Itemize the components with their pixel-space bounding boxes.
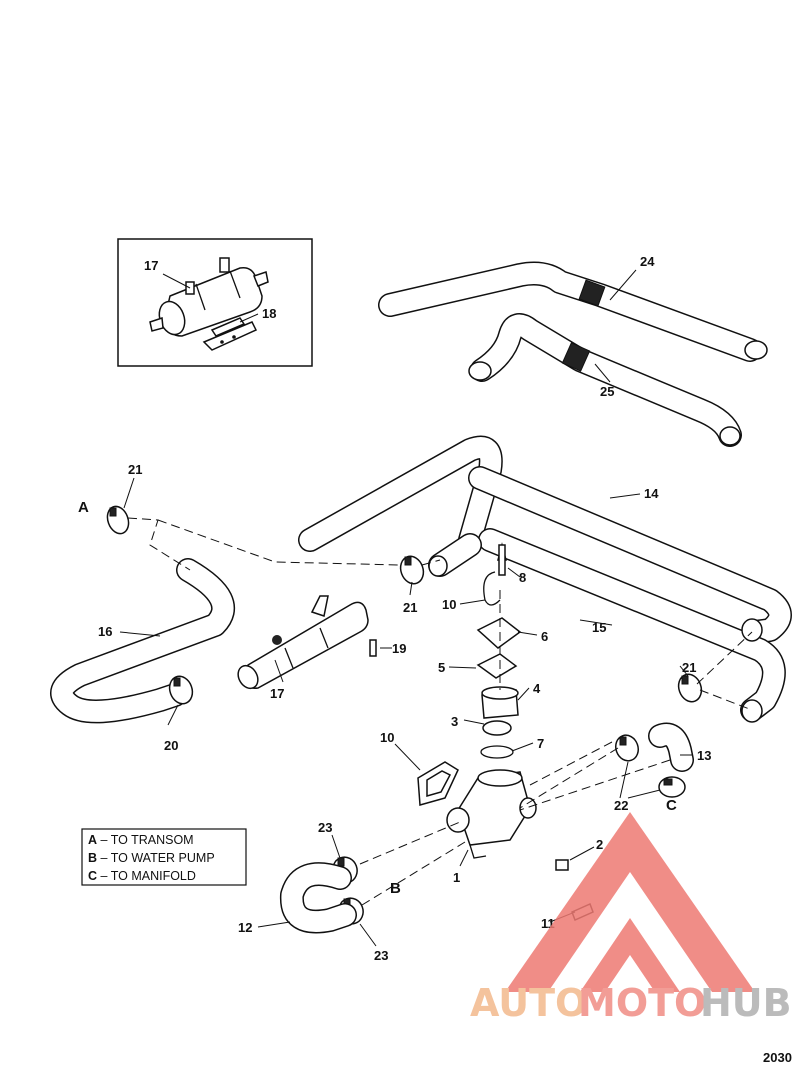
- callout-7: 7: [537, 736, 544, 751]
- callout-22: 22: [614, 798, 628, 813]
- legend: A – TO TRANSOM B – TO WATER PUMP C – TO …: [81, 828, 247, 886]
- callout-25: 25: [600, 384, 614, 399]
- figure-number: 2030: [763, 1050, 792, 1065]
- clamp-21-c: [677, 673, 703, 703]
- clamp-22-a: [614, 734, 640, 762]
- callout-8: 8: [519, 570, 526, 585]
- watermark-logo: AUTO MOTO HUB: [470, 812, 792, 1025]
- letter-c: C: [666, 797, 677, 814]
- legend-row-c: C – TO MANIFOLD: [88, 869, 196, 883]
- hose-14-15: [298, 435, 792, 723]
- connection-letters: A B C: [78, 499, 677, 897]
- hose-12: [279, 862, 357, 934]
- callout-24: 24: [640, 254, 655, 269]
- elbow-13: [648, 722, 694, 772]
- callout-16: 16: [98, 624, 112, 639]
- callout-4: 4: [533, 681, 541, 696]
- callout-10-b: 10: [380, 730, 394, 745]
- thermostat-housing-body: [446, 769, 537, 859]
- callout-20: 20: [164, 738, 178, 753]
- thermostat-stack: [369, 542, 594, 922]
- callout-19: 19: [392, 641, 406, 656]
- callout-5: 5: [438, 660, 445, 675]
- legend-row-b: B – TO WATER PUMP: [88, 851, 215, 865]
- callout-21-c: 21: [682, 660, 696, 675]
- watermark-moto: MOTO: [578, 981, 706, 1025]
- callout-15: 15: [592, 620, 606, 635]
- leader-lines: [119, 269, 693, 947]
- callout-13: 13: [697, 748, 711, 763]
- callout-17: 17: [270, 686, 284, 701]
- callout-labels: 17 18 24 25 21 14 15 16 17 21 19 10 8 6 …: [98, 254, 711, 963]
- inset-box: [117, 238, 313, 367]
- clamp-21-a: [106, 505, 130, 535]
- clamp-22-b: [658, 776, 686, 798]
- hose-24: [378, 261, 768, 362]
- clamp-20: [168, 675, 194, 705]
- legend-row-a: A – TO TRANSOM: [88, 833, 194, 847]
- watermark-hub: HUB: [700, 981, 792, 1025]
- callout-3: 3: [451, 714, 458, 729]
- letter-b: B: [390, 880, 401, 897]
- callout-21-b: 21: [403, 600, 417, 615]
- callout-17-inset: 17: [144, 258, 158, 273]
- callout-6: 6: [541, 629, 548, 644]
- callout-21-a: 21: [128, 462, 142, 477]
- callout-2: 2: [596, 837, 603, 852]
- callout-1: 1: [453, 870, 460, 885]
- connection-lines: [127, 517, 753, 906]
- letter-a: A: [78, 499, 89, 516]
- clamp-21-b: [399, 555, 425, 585]
- watermark-auto: AUTO: [470, 981, 587, 1025]
- hose-25: [468, 313, 742, 447]
- clamps: [106, 505, 703, 925]
- heat-exchanger: [237, 595, 369, 690]
- callout-14: 14: [644, 486, 659, 501]
- hose-16: [50, 558, 236, 724]
- callout-23-a: 23: [318, 820, 332, 835]
- callout-23-b: 23: [374, 948, 388, 963]
- callout-18: 18: [262, 306, 276, 321]
- callout-10-a: 10: [442, 597, 456, 612]
- callout-12: 12: [238, 920, 252, 935]
- bracket-inset: [202, 317, 258, 351]
